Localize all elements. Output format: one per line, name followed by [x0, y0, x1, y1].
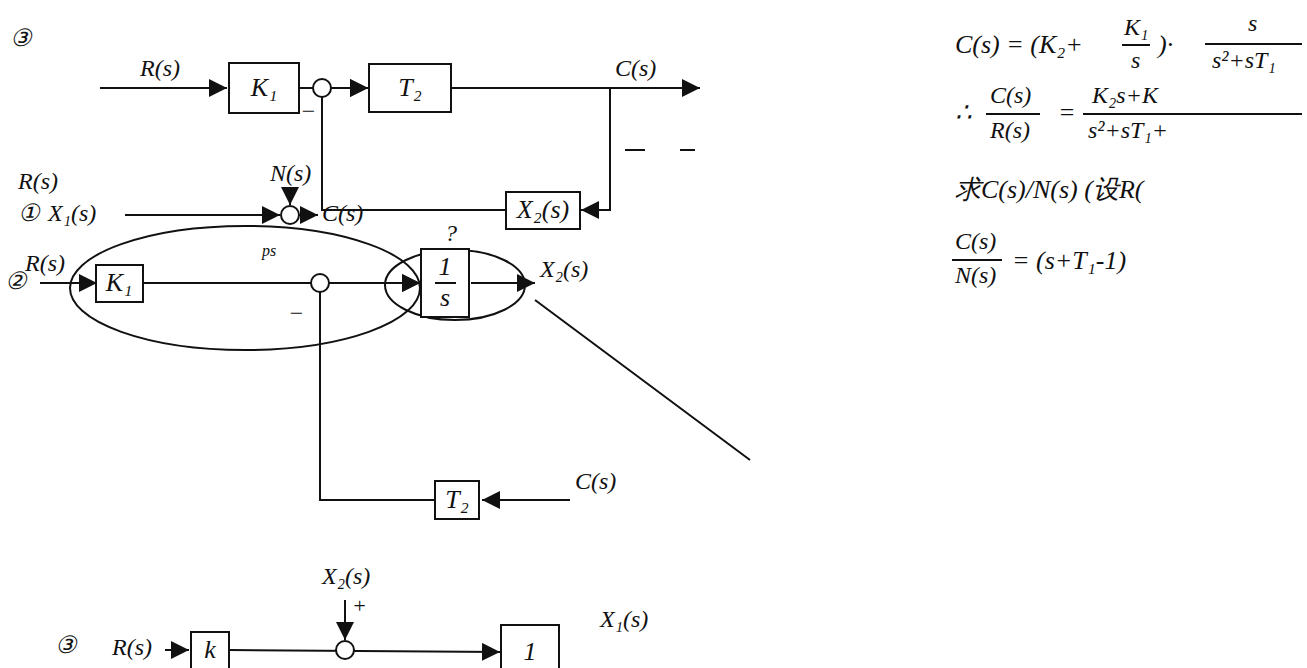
dash-mark: [680, 149, 695, 151]
block-label: 1: [435, 253, 456, 284]
signal-label: X₁(s): [600, 606, 648, 634]
grouping-ellipse: [70, 226, 420, 350]
signal-label: ?: [445, 220, 457, 248]
signal-label: +: [352, 593, 367, 618]
signal-label: C(s): [575, 468, 616, 496]
block-box: T₂: [368, 63, 452, 113]
block-box: 1: [500, 624, 560, 668]
block-label: T₂: [398, 74, 422, 103]
input-wire: [40, 282, 97, 284]
signal-label: 求C(s)/N(s) (设R(: [955, 175, 1143, 205]
block-box: T₂: [434, 480, 480, 520]
signal-label: R(s): [18, 168, 58, 196]
signal-connector: [230, 650, 500, 652]
signal-label: s²+sT₁: [1212, 47, 1276, 75]
block-label: k: [204, 636, 216, 665]
signal-connector: [320, 283, 434, 500]
signal-label: =: [1058, 98, 1076, 128]
dash-mark: [625, 149, 645, 151]
fraction-bar: [1083, 113, 1302, 115]
signal-label: X₂(s): [322, 563, 370, 591]
signal-label: N(s): [955, 262, 996, 290]
input-wire: [482, 499, 570, 501]
block-label: 1: [524, 638, 537, 667]
block-box: K₁: [228, 62, 300, 114]
signal-label: s: [1131, 47, 1140, 75]
signal-label: C(s): [955, 228, 996, 256]
fraction-bar: [1122, 44, 1150, 46]
signal-label: X₁(s): [48, 200, 96, 228]
signal-label: C(s): [990, 82, 1031, 110]
output-wire: [471, 282, 535, 284]
summing-junction: [281, 206, 299, 224]
block-box: k: [190, 631, 230, 668]
signal-label: s²+sT₁+: [1088, 117, 1168, 145]
output-wire: [452, 87, 700, 89]
disturbance-wire: [289, 190, 291, 205]
block-label: T₂: [445, 486, 469, 515]
block-label: K₁: [251, 74, 277, 103]
signal-label: ②: [5, 268, 27, 296]
signal-label: R(s): [140, 55, 180, 83]
signal-label: ③: [10, 25, 32, 53]
fraction-bar: [1205, 43, 1302, 45]
fraction-bar: [952, 259, 1002, 261]
signal-label: )·: [1158, 30, 1173, 60]
block-box: K₁: [95, 264, 144, 303]
summing-junction: [313, 79, 331, 97]
block-label: X₂(s): [517, 196, 569, 225]
block-label: K₁: [106, 269, 132, 298]
block-box: X₂(s): [505, 191, 581, 230]
signal-label: R(s): [25, 250, 65, 278]
signal-label: X₂(s): [540, 256, 588, 284]
signal-label: ③: [55, 632, 77, 660]
feedback-wire: [344, 600, 346, 640]
signal-label: s: [1248, 10, 1257, 38]
signal-label: C(s) = (K₂+: [955, 30, 1083, 60]
signal-label: R(s): [990, 117, 1030, 145]
block-label: s: [440, 284, 450, 313]
signal-wire: [125, 214, 280, 216]
signal-label: ∴: [955, 98, 972, 128]
signal-label: = (s+T₁-1): [1012, 246, 1126, 276]
signal-wire: [299, 214, 318, 216]
summing-junction: [336, 641, 354, 659]
block-box: 1s: [420, 248, 470, 318]
signal-label: −: [300, 98, 316, 126]
signal-label: K₁: [1124, 14, 1148, 42]
signal-label: ps: [262, 242, 276, 260]
input-wire: [100, 87, 227, 89]
signal-label: K₂s+K: [1092, 82, 1158, 110]
signal-label: −: [288, 300, 304, 328]
signal-label: ①: [18, 200, 40, 228]
summing-junction: [311, 274, 329, 292]
signal-label: C(s): [615, 55, 656, 83]
signal-label: C(s): [322, 200, 363, 228]
input-wire: [165, 649, 189, 651]
fraction-bar: [986, 113, 1040, 115]
signal-label: N(s): [270, 160, 311, 188]
stray-stroke: [535, 300, 750, 460]
signal-label: R(s): [112, 634, 152, 662]
